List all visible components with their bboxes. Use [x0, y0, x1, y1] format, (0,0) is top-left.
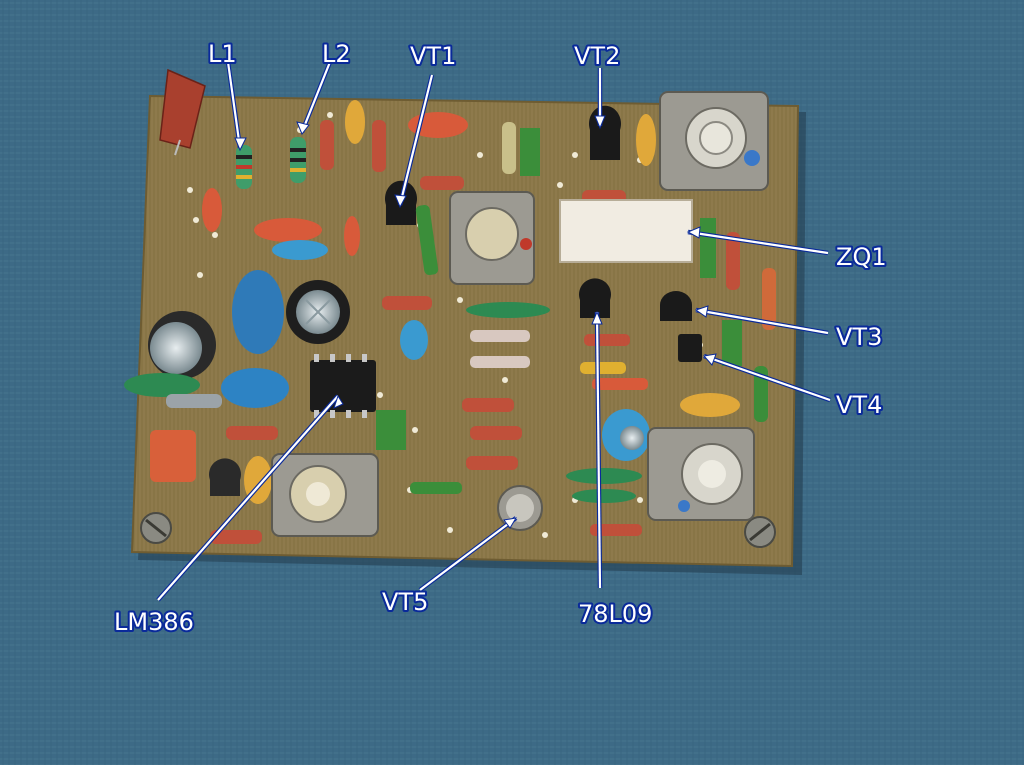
resistor [372, 120, 386, 172]
label-vt2: VT2 [574, 42, 620, 70]
resistor [592, 378, 648, 390]
resistor [580, 362, 626, 374]
resistor [410, 482, 462, 494]
resistor [470, 426, 522, 440]
resistor [584, 334, 630, 346]
film-capacitor [520, 128, 540, 176]
transistor-vt4 [678, 334, 702, 362]
ceramic-capacitor [572, 489, 636, 503]
chip-lm386 [310, 360, 376, 412]
diode [470, 330, 530, 342]
ceramic-capacitor [124, 373, 200, 397]
resistor [226, 426, 278, 440]
ceramic-capacitor [202, 188, 222, 232]
resistor [502, 122, 516, 174]
diode [470, 356, 530, 368]
leader-lines [156, 61, 831, 602]
regulator-78l09 [579, 278, 611, 318]
label-vt5: VT5 [382, 588, 428, 616]
resistor [590, 524, 642, 536]
label-l1: L1 [208, 40, 237, 68]
resistor [466, 456, 518, 470]
ceramic-capacitor [272, 240, 328, 260]
label-vt4: VT4 [836, 391, 882, 419]
film-capacitor [150, 430, 196, 482]
film-capacitor [376, 410, 406, 450]
resistor [762, 268, 776, 330]
blue-capacitor [232, 270, 284, 354]
ceramic-capacitor [254, 218, 322, 242]
resistor [320, 120, 334, 170]
label-zq1: ZQ1 [836, 243, 887, 271]
label-vt3: VT3 [836, 323, 882, 351]
electrolytic-capacitor [221, 368, 289, 408]
film-capacitor [722, 320, 742, 366]
resistor [726, 232, 740, 290]
resistor [462, 398, 514, 412]
film-capacitor [700, 218, 716, 278]
resistor [420, 176, 464, 190]
film-capacitor [159, 68, 206, 149]
label-l2: L2 [322, 40, 351, 68]
transistor-vt2 [589, 105, 621, 160]
tantalum-capacitor [680, 393, 740, 417]
tantalum-capacitor [345, 100, 365, 144]
transistor [208, 458, 241, 496]
label-vt1: VT1 [410, 42, 456, 70]
filter-zq1 [559, 199, 693, 263]
resistor [382, 296, 432, 310]
resistor [166, 394, 222, 408]
tantalum-capacitor [636, 114, 656, 166]
transistor-vt3 [660, 291, 692, 321]
resistor [754, 366, 768, 422]
label-lm386: LM386 [114, 608, 194, 636]
ceramic-capacitor [344, 216, 360, 256]
resistor [210, 530, 262, 544]
electrolytic-capacitor [400, 320, 428, 360]
ceramic-capacitor [466, 302, 550, 318]
ceramic-capacitor [566, 468, 642, 484]
label-78l09: 78L09 [578, 600, 652, 628]
